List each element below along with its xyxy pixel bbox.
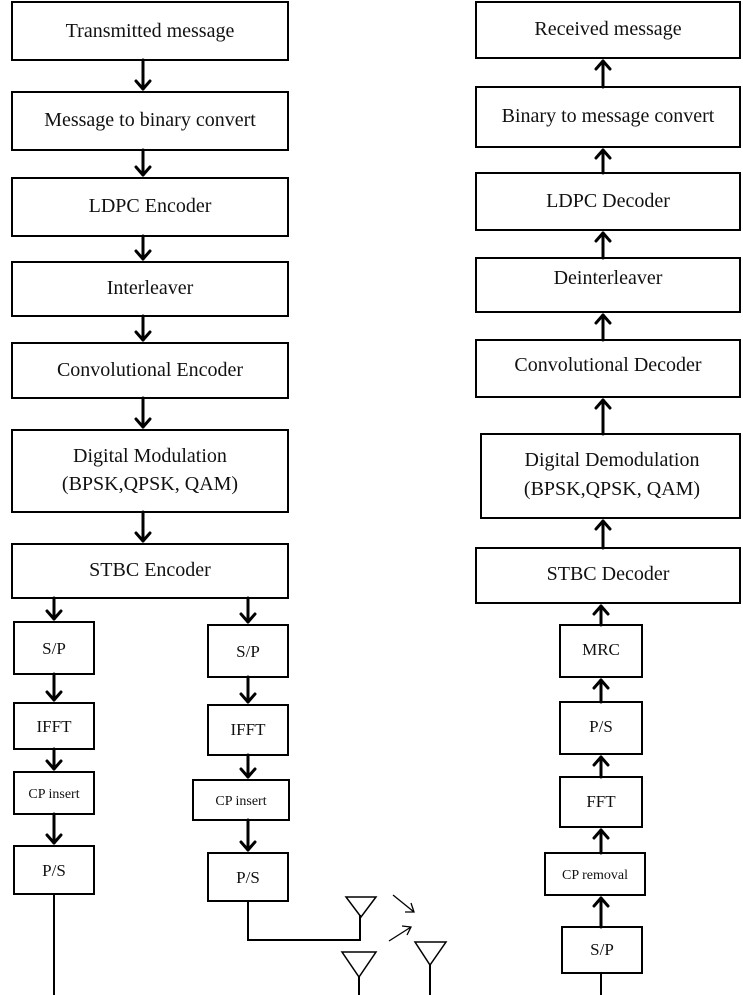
arrow-down bbox=[134, 314, 152, 342]
rx-ps-label: P/S bbox=[589, 717, 613, 736]
arrow-up bbox=[594, 148, 612, 175]
tx1-sp-block: S/P bbox=[13, 621, 95, 675]
arrow-down bbox=[239, 675, 257, 704]
tx2-sp-block: S/P bbox=[207, 624, 289, 678]
digital-demodulation-label: Digital Demodulation bbox=[525, 449, 700, 471]
received-message-block: Received message bbox=[475, 1, 741, 59]
mrc-block: MRC bbox=[559, 624, 643, 678]
arrow-up bbox=[592, 896, 610, 929]
rx-arrows bbox=[592, 59, 612, 929]
digital-modulation-block: Digital Modulation (BPSK,QPSK, QAM) bbox=[11, 429, 289, 513]
arrow-up bbox=[592, 828, 610, 855]
fft-label: FFT bbox=[586, 792, 616, 811]
tx2-cp-insert-block: CP insert bbox=[192, 779, 290, 821]
tx2-cp-insert-label: CP insert bbox=[215, 794, 266, 809]
deinterleaver-block: Deinterleaver bbox=[475, 257, 741, 313]
wireless-signal-arrow-icon bbox=[392, 894, 415, 913]
arrow-down bbox=[239, 596, 257, 624]
convolutional-encoder-label: Convolutional Encoder bbox=[57, 359, 243, 381]
tx1-ps-block: P/S bbox=[13, 845, 95, 895]
stbc-encoder-block: STBC Encoder bbox=[11, 543, 289, 599]
binary-to-message-label: Binary to message convert bbox=[502, 105, 715, 127]
tx1-ps-label: P/S bbox=[42, 861, 66, 880]
transmitted-message-block: Transmitted message bbox=[11, 1, 289, 61]
digital-demodulation-schemes: (BPSK,QPSK, QAM) bbox=[524, 478, 700, 500]
interleaver-block: Interleaver bbox=[11, 261, 289, 317]
arrow-down bbox=[134, 396, 152, 429]
stbc-encoder-label: STBC Encoder bbox=[89, 559, 211, 581]
arrow-down bbox=[134, 148, 152, 177]
arrow-up bbox=[594, 519, 612, 550]
convolutional-decoder-label: Convolutional Decoder bbox=[514, 354, 702, 376]
tx1-cp-insert-block: CP insert bbox=[13, 771, 95, 815]
arrow-down bbox=[239, 818, 257, 852]
tx2-ifft-block: IFFT bbox=[207, 704, 289, 756]
arrow-down bbox=[45, 747, 63, 771]
rx-ps-block: P/S bbox=[559, 701, 643, 755]
stbc-decoder-label: STBC Decoder bbox=[547, 563, 670, 585]
digital-modulation-label: Digital Modulation bbox=[73, 445, 227, 467]
arrow-down bbox=[134, 510, 152, 543]
deinterleaver-label: Deinterleaver bbox=[554, 267, 663, 289]
message-to-binary-block: Message to binary convert bbox=[11, 91, 289, 151]
cp-removal-block: CP removal bbox=[544, 852, 646, 896]
convolutional-encoder-block: Convolutional Encoder bbox=[11, 342, 289, 399]
arrow-down bbox=[45, 812, 63, 845]
tx1-ifft-block: IFFT bbox=[13, 702, 95, 750]
arrow-up bbox=[592, 604, 610, 627]
arrow-down bbox=[134, 58, 152, 91]
tx1-ifft-label: IFFT bbox=[37, 717, 73, 736]
ldpc-encoder-label: LDPC Encoder bbox=[89, 195, 212, 217]
ldpc-decoder-block: LDPC Decoder bbox=[475, 172, 741, 231]
arrow-up bbox=[592, 678, 610, 704]
arrow-up bbox=[594, 398, 612, 436]
ldpc-decoder-label: LDPC Decoder bbox=[546, 190, 670, 212]
cp-removal-label: CP removal bbox=[562, 868, 628, 883]
tx1-cp-insert-label: CP insert bbox=[28, 787, 79, 802]
arrow-down bbox=[134, 234, 152, 261]
arrow-up bbox=[594, 313, 612, 342]
tx-antenna-icon bbox=[340, 951, 378, 995]
interleaver-label: Interleaver bbox=[107, 277, 194, 299]
tx-antenna-icon bbox=[344, 896, 378, 919]
arrow-up bbox=[594, 231, 612, 260]
arrow-up bbox=[594, 59, 612, 89]
received-message-label: Received message bbox=[534, 18, 681, 40]
tx2-ps-label: P/S bbox=[236, 868, 260, 887]
convolutional-decoder-block: Convolutional Decoder bbox=[475, 339, 741, 398]
mrc-label: MRC bbox=[582, 640, 620, 659]
fft-block: FFT bbox=[559, 776, 643, 828]
rx-sp-label: S/P bbox=[590, 940, 614, 959]
rx-sp-block: S/P bbox=[561, 926, 643, 974]
binary-to-message-block: Binary to message convert bbox=[475, 86, 741, 148]
tx-output-wires bbox=[53, 894, 361, 995]
digital-demodulation-block: Digital Demodulation (BPSK,QPSK, QAM) bbox=[480, 433, 741, 519]
digital-modulation-schemes: (BPSK,QPSK, QAM) bbox=[62, 473, 238, 495]
arrow-up bbox=[592, 755, 610, 779]
rx-antenna-icon bbox=[413, 941, 448, 995]
tx2-sp-label: S/P bbox=[236, 642, 260, 661]
tx-branch-arrows bbox=[45, 596, 257, 852]
transmitted-message-label: Transmitted message bbox=[66, 20, 235, 42]
arrow-down bbox=[45, 672, 63, 702]
tx2-ps-block: P/S bbox=[207, 852, 289, 902]
arrow-down bbox=[45, 596, 63, 621]
tx1-sp-label: S/P bbox=[42, 639, 66, 658]
ldpc-encoder-block: LDPC Encoder bbox=[11, 177, 289, 237]
wireless-signal-arrow-icon bbox=[388, 925, 412, 942]
tx2-ifft-label: IFFT bbox=[231, 720, 267, 739]
message-to-binary-label: Message to binary convert bbox=[44, 109, 256, 131]
arrow-down bbox=[239, 753, 257, 779]
stbc-decoder-block: STBC Decoder bbox=[475, 547, 741, 604]
tx-main-arrows bbox=[134, 58, 152, 543]
